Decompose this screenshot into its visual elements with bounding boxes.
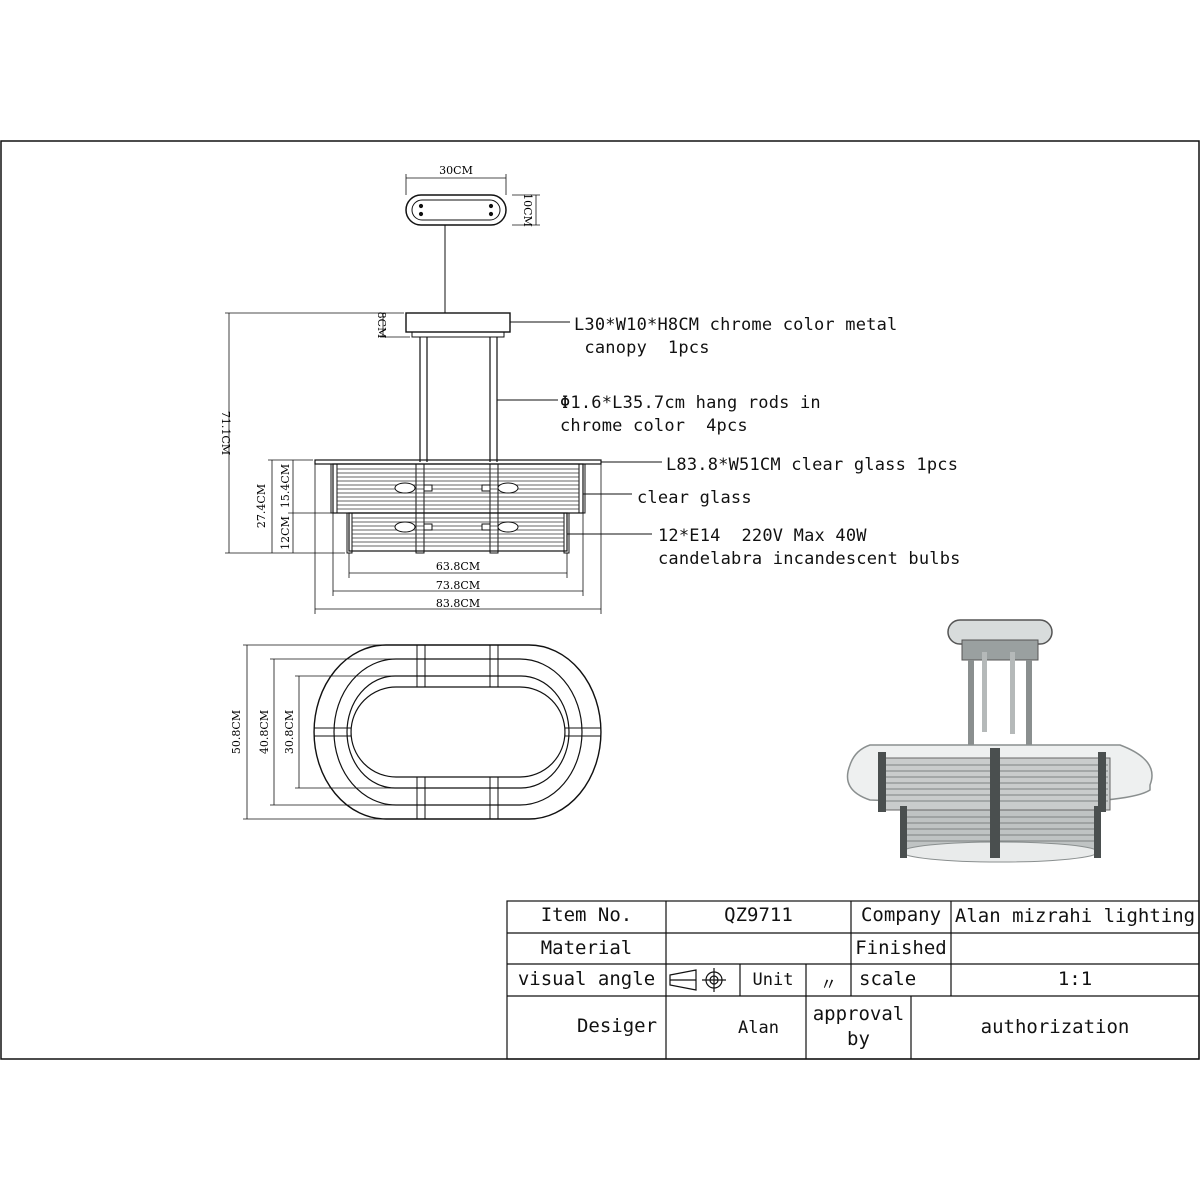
designer-label: Desiger — [576, 1015, 658, 1037]
callout-leaders — [497, 321, 662, 535]
scale-value: 1:1 — [1057, 968, 1093, 990]
title-block — [506, 900, 1200, 1060]
material-label: Material — [540, 937, 633, 959]
dim-plan-depth-inner: 30.8CM — [283, 710, 296, 754]
unit-value: 〃 — [820, 975, 837, 995]
dim-plan-depth-middle: 40.8CM — [258, 710, 271, 754]
dim-plan-depth-outer: 50.8CM — [230, 710, 243, 754]
product-photo — [760, 580, 1176, 888]
authorization-label: authorization — [980, 1016, 1130, 1038]
visual-angle-label: visual angle — [517, 968, 656, 990]
unit-label: Unit — [752, 970, 794, 990]
dim-canopy-length: 30CM — [439, 164, 473, 177]
plan-view — [313, 644, 602, 820]
scale-label: scale — [859, 968, 917, 990]
approval-by-label: approval by — [812, 1003, 905, 1050]
glass-ribs — [337, 468, 579, 547]
item-no-label: Item No. — [540, 904, 633, 926]
dim-lower-tier-width: 63.8CM — [436, 560, 480, 573]
callout-bulbs: 12*E14 220V Max 40W candelabra incandesc… — [658, 526, 961, 569]
vertical-dimension-lines — [225, 312, 410, 554]
callout-hang-rods: Φ1.6*L35.7cm hang rods in chrome color 4… — [560, 393, 821, 436]
callout-clear-glass: clear glass — [637, 488, 752, 508]
item-no-value: QZ9711 — [724, 904, 793, 926]
callout-glass-plate: L83.8*W51CM clear glass 1pcs — [666, 455, 959, 475]
dim-canopy-width: 10CM — [521, 193, 534, 227]
finished-label: Finished — [855, 937, 947, 959]
dim-glass-plate-width: 83.8CM — [436, 597, 480, 610]
horizontal-dimension-lines — [314, 464, 602, 614]
canopy-top-view — [405, 174, 540, 226]
side-elevation — [314, 312, 602, 554]
bulb-icons — [394, 482, 519, 533]
callout-canopy: L30*W10*H8CM chrome color metal canopy 1… — [574, 315, 898, 358]
dim-upper-tier-height: 15.4CM — [279, 464, 292, 508]
dim-body-height: 27.4CM — [255, 484, 268, 528]
dim-lower-tier-height: 12CM — [279, 516, 292, 550]
dim-upper-tier-width: 73.8CM — [436, 579, 480, 592]
plan-dimension-lines — [243, 644, 396, 820]
dim-canopy-height: 8CM — [375, 312, 388, 339]
company-label: Company — [860, 904, 942, 926]
projection-symbol-icon — [669, 968, 726, 992]
company-value: Alan mizrahi lighting — [954, 905, 1196, 927]
dim-overall-height: 71.1CM — [219, 411, 232, 455]
designer-value: Alan — [738, 1018, 779, 1038]
